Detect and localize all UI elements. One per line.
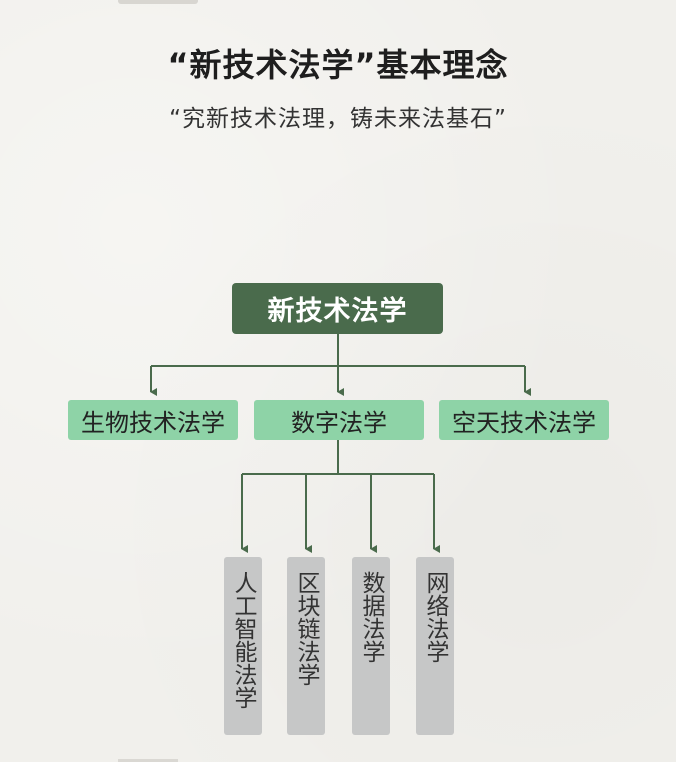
- page-subtitle: “究新技术法理，铸未来法基石”: [169, 106, 507, 132]
- level1-node-digital: 数字法学: [254, 400, 424, 440]
- level2-node-blockchain: 区块链法学: [287, 557, 325, 735]
- bottom-edge-decoration: [118, 759, 178, 762]
- page-title: “新技术法学”基本理念: [167, 46, 509, 84]
- top-tab-decoration: [118, 0, 198, 4]
- level1-node-space: 空天技术法学: [439, 400, 609, 440]
- level2-node-data: 数据法学: [352, 557, 390, 735]
- level1-node-bio: 生物技术法学: [68, 400, 238, 440]
- level2-node-ai: 人工智能法学: [224, 557, 262, 735]
- root-node: 新技术法学: [232, 283, 443, 334]
- level2-node-network: 网络法学: [416, 557, 454, 735]
